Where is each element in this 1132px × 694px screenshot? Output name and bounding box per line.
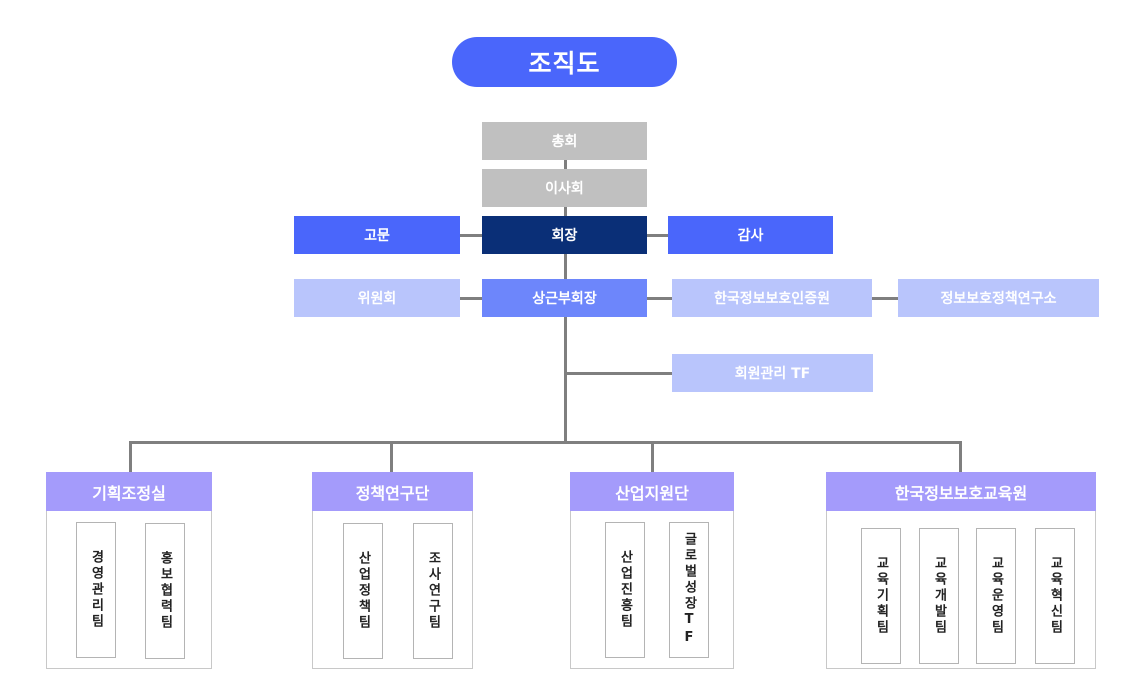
team-name: 글로벌성장TF (681, 532, 697, 648)
connector-dept-2 (390, 441, 393, 473)
connector-dept-4 (959, 441, 962, 473)
department-name[interactable]: 기획조정실 (46, 472, 212, 511)
team-name: 교육혁신팀 (1047, 556, 1063, 636)
team-box[interactable]: 홍보협력팀 (145, 523, 185, 659)
team-name: 산업진흥팀 (617, 550, 633, 630)
connector-policy-institute (872, 297, 898, 300)
node-vice-president[interactable]: 상근부회장 (482, 279, 647, 317)
team-name: 교육개발팀 (931, 556, 947, 636)
team-box[interactable]: 교육기획팀 (861, 528, 901, 664)
connector-advisor (460, 234, 482, 237)
connector-dept-1 (129, 441, 132, 473)
team-box[interactable]: 조사연구팀 (413, 523, 453, 659)
department-box: 산업지원단 산업진흥팀 글로벌성장TF (570, 472, 734, 669)
team-box[interactable]: 경영관리팀 (76, 522, 116, 658)
department-box: 한국정보보호교육원 교육기획팀 교육개발팀 교육운영팀 교육혁신팀 (826, 472, 1096, 669)
department-box: 정책연구단 산업정책팀 조사연구팀 (312, 472, 473, 669)
team-name: 산업정책팀 (355, 551, 371, 631)
node-board[interactable]: 이사회 (482, 169, 647, 207)
chart-title: 조직도 (452, 37, 677, 87)
node-cert-institute[interactable]: 한국정보보호인증원 (672, 279, 872, 317)
connector-dept-3 (651, 441, 654, 473)
team-name: 경영관리팀 (88, 550, 104, 630)
node-auditor[interactable]: 감사 (668, 216, 833, 254)
node-general-assembly[interactable]: 총회 (482, 122, 647, 160)
team-box[interactable]: 글로벌성장TF (669, 522, 709, 658)
connector-member-tf (566, 372, 672, 375)
connector-committee (460, 297, 482, 300)
node-president[interactable]: 회장 (482, 216, 647, 254)
department-name[interactable]: 정책연구단 (312, 472, 473, 511)
node-policy-institute[interactable]: 정보보호정책연구소 (898, 279, 1099, 317)
department-name[interactable]: 한국정보보호교육원 (826, 472, 1096, 511)
team-box[interactable]: 교육혁신팀 (1035, 528, 1075, 664)
node-committee[interactable]: 위원회 (294, 279, 460, 317)
node-member-tf[interactable]: 회원관리 TF (672, 354, 873, 392)
department-box: 기획조정실 경영관리팀 홍보협력팀 (46, 472, 212, 669)
connector-cert-institute (646, 297, 672, 300)
team-name: 조사연구팀 (425, 551, 441, 631)
team-name: 교육운영팀 (988, 556, 1004, 636)
connector-auditor (646, 234, 668, 237)
connector-dept-bus (129, 441, 962, 444)
team-box[interactable]: 교육개발팀 (919, 528, 959, 664)
department-name[interactable]: 산업지원단 (570, 472, 734, 511)
team-box[interactable]: 산업정책팀 (343, 523, 383, 659)
team-name: 교육기획팀 (873, 556, 889, 636)
team-name: 홍보협력팀 (157, 551, 173, 631)
node-advisor[interactable]: 고문 (294, 216, 460, 254)
team-box[interactable]: 산업진흥팀 (605, 522, 645, 658)
team-box[interactable]: 교육운영팀 (976, 528, 1016, 664)
